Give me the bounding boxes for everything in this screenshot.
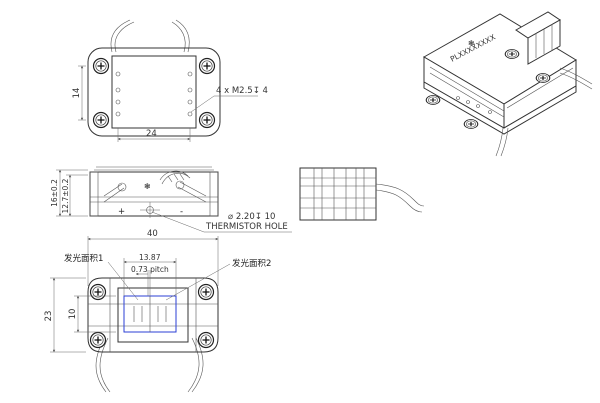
screw-icon (504, 48, 520, 60)
top-hole-callout: 4 x M2.5↧ 4 (216, 86, 268, 96)
top-small-holes (115, 71, 193, 117)
front-logo-icon: ❃ (144, 182, 151, 191)
iso-logo-icon: ❃ (468, 39, 475, 48)
screw-icon (92, 111, 110, 129)
screw-icon (535, 72, 551, 84)
bottom-inner-height: 10 (68, 309, 78, 320)
bottom-height-dim: 23 (44, 311, 54, 322)
top-view: 14 24 4 x M2.5↧ 4 (72, 19, 268, 142)
minus-sign: - (180, 207, 183, 217)
screw-icon (197, 283, 215, 301)
top-inner-plate (111, 55, 197, 129)
bottom-pitch: 0.73 pitch (131, 265, 169, 274)
screw-icon (197, 331, 215, 349)
bottom-body-outline (87, 277, 219, 353)
screw-icon (463, 118, 479, 130)
side-cable (375, 183, 425, 207)
screw-icon (89, 283, 107, 301)
front-height-dim-2: 12.7±0.2 (61, 178, 70, 213)
bottom-view: 40 13.87 0.73 (44, 229, 271, 393)
emit-area-1-label: 发光面积1 (64, 253, 103, 264)
front-height-dim-1: 16±0.2 (50, 179, 59, 207)
cable-right-bottom (191, 337, 204, 393)
top-height-dim: 14 (72, 88, 82, 99)
bottom-window-frame (117, 287, 189, 343)
screw-icon (198, 111, 216, 129)
screw-icon (92, 57, 110, 75)
screw-icon (89, 331, 107, 349)
front-view: ❃ + - 16±0.2 12.7±0.2 ⌀ 2.20↧ 10 THERMIS… (50, 166, 292, 233)
top-body-outline (87, 47, 221, 137)
plus-sign: + (118, 207, 125, 217)
front-hole-callout: ⌀ 2.20↧ 10 (228, 212, 275, 222)
bottom-overall-width: 40 (147, 229, 158, 239)
front-connector (159, 170, 191, 185)
side-body (299, 167, 377, 221)
iso-view: PLXXXXXXXX ❃ (422, 11, 593, 157)
screw-icon (198, 57, 216, 75)
iso-cable (559, 67, 593, 85)
cable-right-top (175, 19, 190, 53)
emit-area-2-label: 发光面积2 (232, 258, 271, 269)
screw-icon (425, 94, 441, 106)
side-view (299, 167, 425, 221)
thermistor-hole-label: THERMISTOR HOLE (205, 222, 288, 232)
front-body (89, 171, 219, 217)
bottom-inner-width: 13.87 (139, 253, 161, 262)
cable-left-top (110, 19, 131, 53)
top-width-dim: 24 (146, 129, 157, 139)
